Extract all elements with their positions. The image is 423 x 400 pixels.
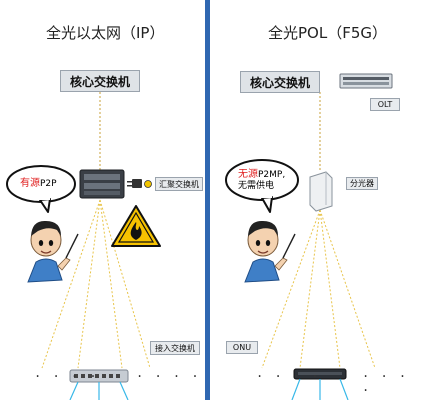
right-fiber-2 <box>299 209 321 369</box>
agg-switch-icon <box>79 169 125 199</box>
left-fiber-2 <box>77 199 101 369</box>
olt-label: OLT <box>377 100 393 109</box>
right-title: 全光POL（F5G） <box>268 24 388 42</box>
right-dots-2: . . . . <box>362 366 409 394</box>
olt-box: OLT <box>370 98 400 111</box>
left-speech-bubble <box>6 165 76 213</box>
fire-warning-icon <box>111 205 161 247</box>
splitter-label: 分光器 <box>350 179 374 188</box>
left-presenter-icon <box>27 220 79 283</box>
left-dots-2: . . . . <box>136 366 201 380</box>
right-presenter-icon <box>244 220 296 283</box>
olt-device-icon <box>339 73 393 89</box>
right-fiber-3 <box>319 209 341 369</box>
left-fiber-4 <box>99 199 151 369</box>
left-fiber-3 <box>99 199 123 369</box>
center-divider <box>205 0 210 400</box>
left-lan-3 <box>119 381 129 400</box>
right-bubble-rest: P2MP, <box>258 170 286 180</box>
left-title: 全光以太网（IP） <box>46 24 165 42</box>
right-bubble-text: 无源P2MP, 无需供电 <box>238 169 285 192</box>
agg-switch-box: 汇聚交换机 <box>155 177 203 191</box>
right-speech-bubble <box>225 159 299 213</box>
left-core-switch-label: 核心交换机 <box>69 74 130 89</box>
left-bubble-rest: P2P <box>40 179 57 189</box>
access-switch-box: 接入交换机 <box>150 341 200 355</box>
power-plug-icon <box>127 179 152 188</box>
left-lan-1 <box>69 381 79 400</box>
right-lan-3 <box>339 378 349 400</box>
access-switch-label: 接入交换机 <box>155 343 195 353</box>
right-bubble-line2: 无需供电 <box>238 181 275 191</box>
right-core-switch-label: 核心交换机 <box>249 75 310 90</box>
agg-switch-label: 汇聚交换机 <box>159 179 199 189</box>
left-bubble-red: 有源 <box>20 178 40 189</box>
right-lan-1 <box>291 378 301 400</box>
right-fiber-1 <box>261 209 321 369</box>
onu-label: ONU <box>232 343 252 352</box>
right-bubble-red: 无源 <box>238 169 258 180</box>
left-bubble-text: 有源P2P <box>20 178 57 190</box>
right-core-switch-box: 核心交换机 <box>240 71 320 93</box>
right-fiber-4 <box>319 209 376 369</box>
right-dots-1: . . . . <box>256 366 321 380</box>
left-dots-1: . . . . <box>34 366 99 380</box>
left-fiber-1 <box>41 199 101 369</box>
splitter-box: 分光器 <box>346 177 378 190</box>
onu-box: ONU <box>226 341 258 354</box>
left-core-switch-box: 核心交换机 <box>60 70 140 92</box>
splitter-device-icon <box>309 171 333 212</box>
